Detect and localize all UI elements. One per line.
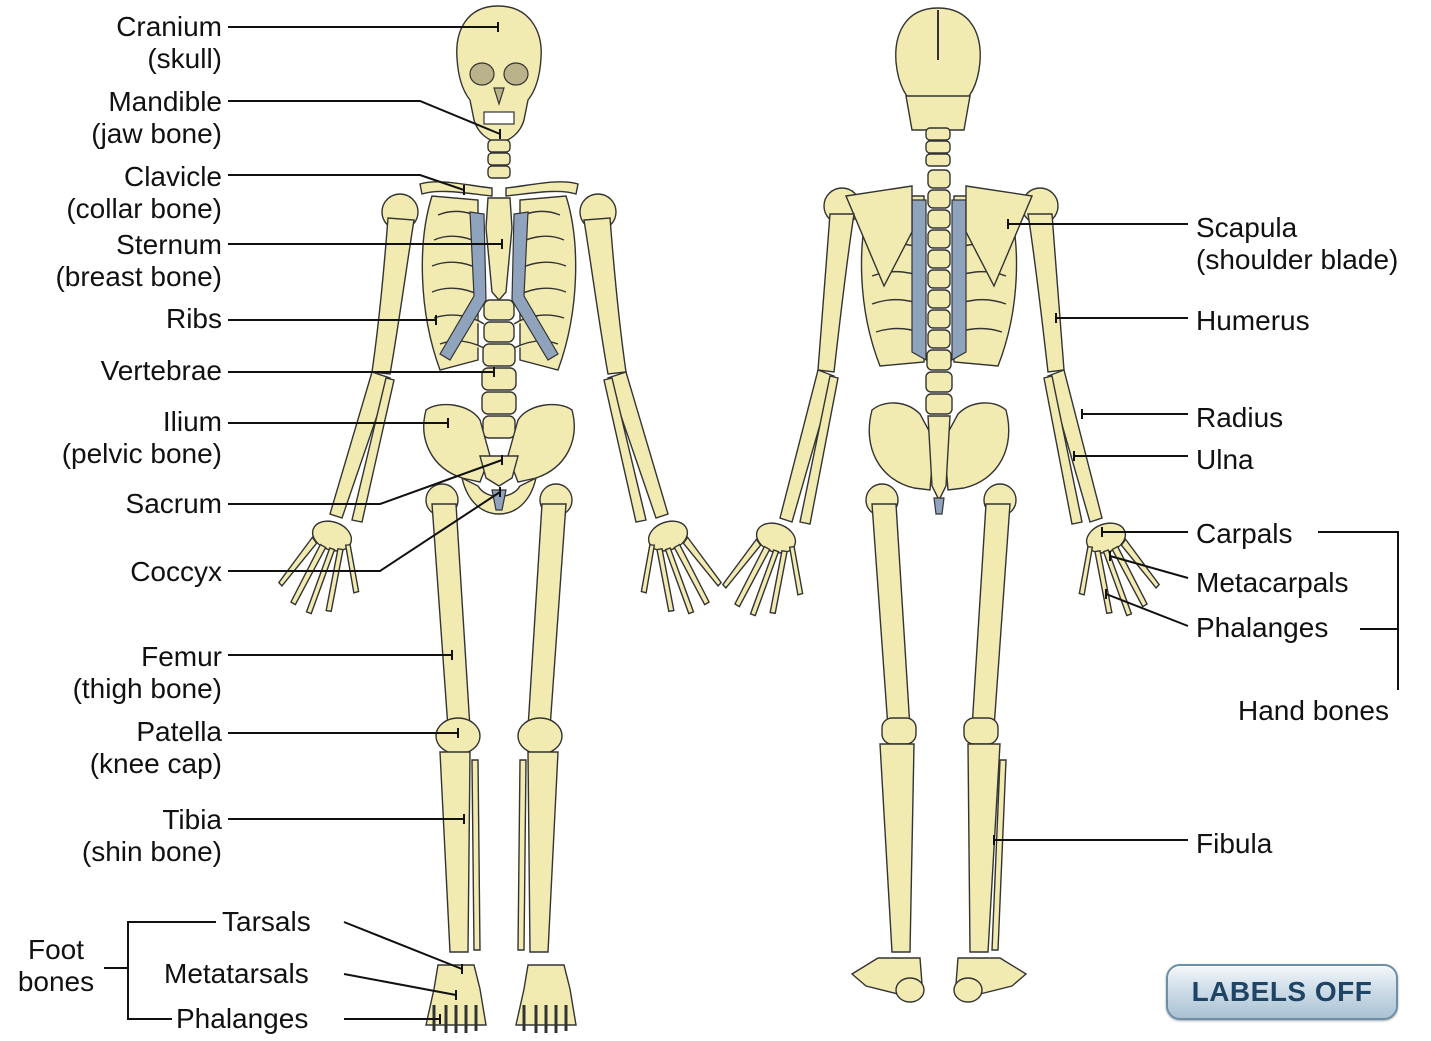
label-ribs: Ribs xyxy=(166,303,222,335)
label-coccyx-name: Coccyx xyxy=(130,556,222,588)
label-ilium: Ilium (pelvic bone) xyxy=(62,406,222,470)
label-mandible: Mandible (jaw bone) xyxy=(91,86,222,150)
labels-off-button[interactable]: LABELS OFF xyxy=(1166,964,1398,1020)
label-sacrum-name: Sacrum xyxy=(126,488,222,520)
label-cranium: Cranium (skull) xyxy=(116,11,222,75)
label-tarsals-name: Tarsals xyxy=(222,906,311,938)
label-tarsals: Tarsals xyxy=(222,906,311,938)
label-radius: Radius xyxy=(1196,402,1283,434)
label-metacarpals-name: Metacarpals xyxy=(1196,567,1349,599)
label-carpals: Carpals xyxy=(1196,518,1292,550)
label-scapula-common: (shoulder blade) xyxy=(1196,244,1398,276)
label-metatarsals: Metatarsals xyxy=(164,958,309,990)
front-skeleton xyxy=(273,6,728,1033)
label-fibula: Fibula xyxy=(1196,828,1272,860)
label-foot-bones-line1: Foot xyxy=(14,934,98,966)
label-clavicle-common: (collar bone) xyxy=(66,193,222,225)
label-hand-phalanges: Phalanges xyxy=(1196,612,1328,644)
label-sternum: Sternum (breast bone) xyxy=(55,229,222,293)
label-cranium-common: (skull) xyxy=(116,43,222,75)
label-foot-phalanges-name: Phalanges xyxy=(176,1003,308,1035)
label-metatarsals-name: Metatarsals xyxy=(164,958,309,990)
label-tibia-name: Tibia xyxy=(82,804,222,836)
label-mandible-name: Mandible xyxy=(91,86,222,118)
label-hand-phalanges-name: Phalanges xyxy=(1196,612,1328,644)
label-mandible-common: (jaw bone) xyxy=(91,118,222,150)
label-clavicle-name: Clavicle xyxy=(66,161,222,193)
label-tibia-common: (shin bone) xyxy=(82,836,222,868)
label-femur-common: (thigh bone) xyxy=(73,673,222,705)
label-ilium-name: Ilium xyxy=(62,406,222,438)
label-patella-common: (knee cap) xyxy=(90,748,222,780)
label-metacarpals: Metacarpals xyxy=(1196,567,1349,599)
label-vertebrae-name: Vertebrae xyxy=(101,355,222,387)
label-coccyx: Coccyx xyxy=(130,556,222,588)
label-ribs-name: Ribs xyxy=(166,303,222,335)
label-humerus-name: Humerus xyxy=(1196,305,1310,337)
label-hand-bones: Hand bones xyxy=(1238,695,1389,727)
label-cranium-name: Cranium xyxy=(116,11,222,43)
label-sternum-common: (breast bone) xyxy=(55,261,222,293)
back-skeleton xyxy=(717,8,1166,1002)
label-vertebrae: Vertebrae xyxy=(101,355,222,387)
label-femur-name: Femur xyxy=(73,641,222,673)
label-sternum-name: Sternum xyxy=(55,229,222,261)
label-foot-bones-line2: bones xyxy=(14,966,98,998)
label-tibia: Tibia (shin bone) xyxy=(82,804,222,868)
label-scapula-name: Scapula xyxy=(1196,212,1398,244)
label-scapula: Scapula (shoulder blade) xyxy=(1196,212,1398,276)
label-sacrum: Sacrum xyxy=(126,488,222,520)
label-fibula-name: Fibula xyxy=(1196,828,1272,860)
label-patella-name: Patella xyxy=(90,716,222,748)
label-humerus: Humerus xyxy=(1196,305,1310,337)
label-radius-name: Radius xyxy=(1196,402,1283,434)
label-hand-bones-name: Hand bones xyxy=(1238,695,1389,727)
label-clavicle: Clavicle (collar bone) xyxy=(66,161,222,225)
label-carpals-name: Carpals xyxy=(1196,518,1292,550)
label-ulna-name: Ulna xyxy=(1196,444,1254,476)
label-foot-bones: Foot bones xyxy=(14,934,98,998)
label-femur: Femur (thigh bone) xyxy=(73,641,222,705)
label-ulna: Ulna xyxy=(1196,444,1254,476)
label-ilium-common: (pelvic bone) xyxy=(62,438,222,470)
label-foot-phalanges: Phalanges xyxy=(176,1003,308,1035)
label-patella: Patella (knee cap) xyxy=(90,716,222,780)
